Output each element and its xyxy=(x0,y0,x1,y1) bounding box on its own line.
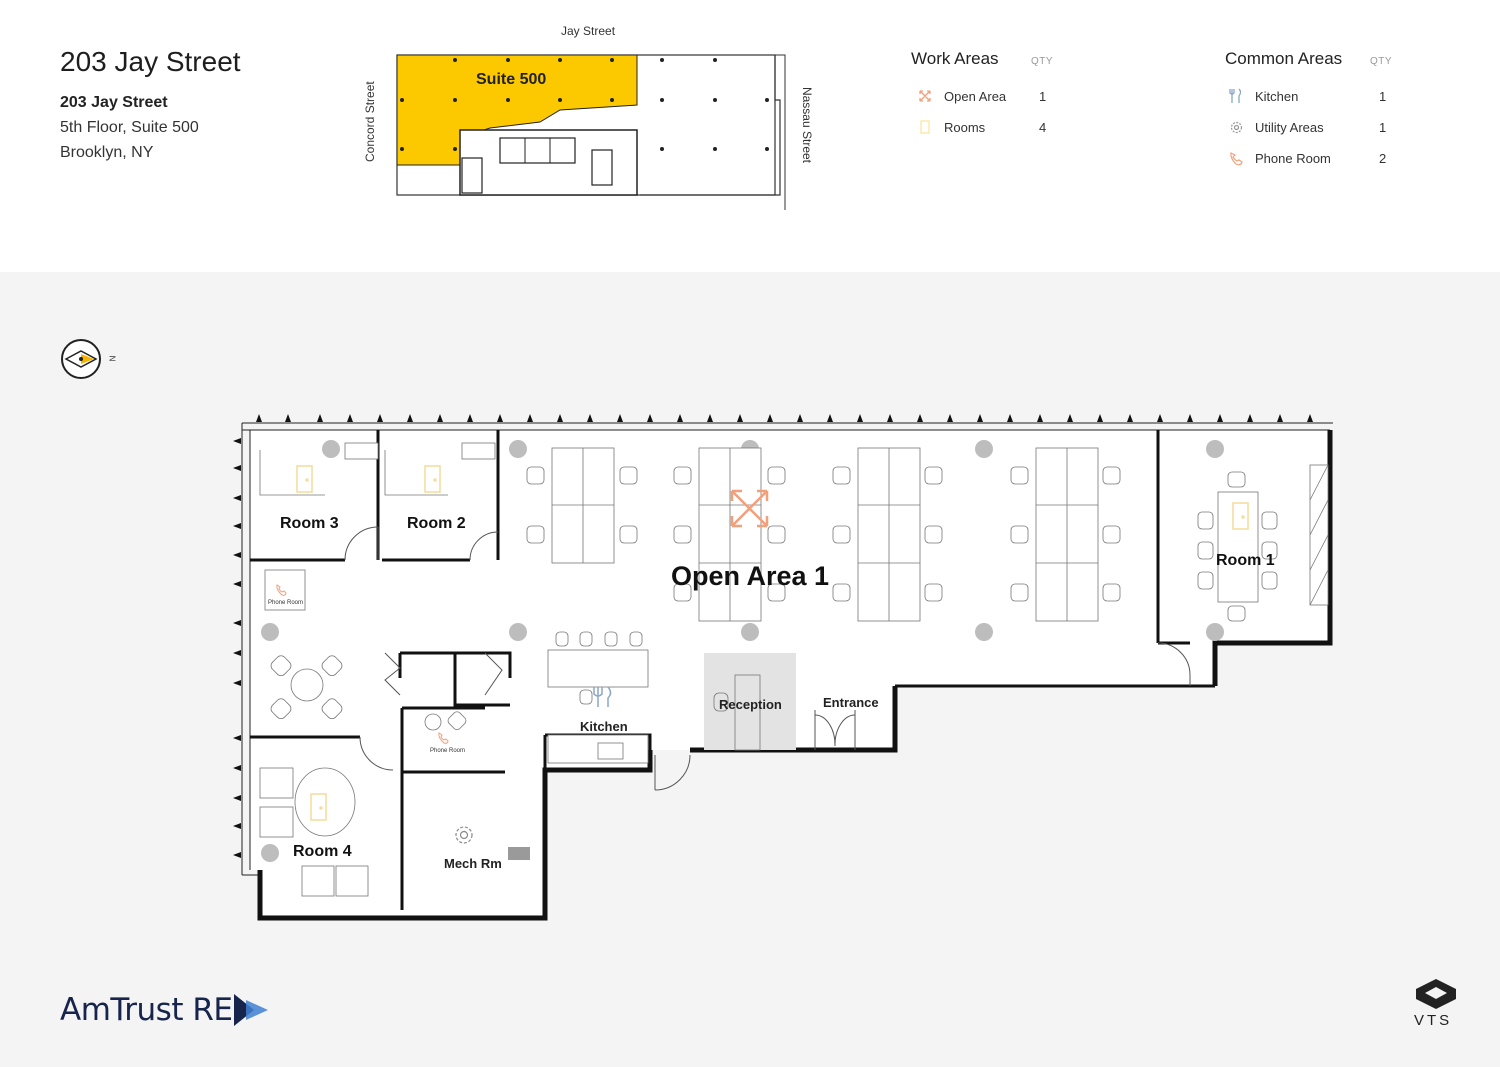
entrance-label: Entrance xyxy=(823,695,879,710)
workstations xyxy=(551,447,1099,622)
legend-open-area-label: Open Area xyxy=(944,89,1007,104)
legend-utility-qty: 1 xyxy=(1379,120,1387,135)
open-area-icon xyxy=(730,489,769,528)
amtrust-logo: AmTrust RE xyxy=(60,992,233,1028)
room-4-label: Room 4 xyxy=(293,843,352,860)
common-areas-title: Common Areas xyxy=(1225,49,1343,68)
key-plan xyxy=(396,54,786,210)
legend-rooms-qty: 4 xyxy=(1039,120,1047,135)
floor-plan xyxy=(233,414,1333,921)
vts-logo-mark xyxy=(1416,979,1456,1009)
legend-kitchen-qty: 1 xyxy=(1379,89,1387,104)
street-label-top: Jay Street xyxy=(561,24,616,38)
kitchen-furniture xyxy=(547,631,649,764)
kitchen-icon xyxy=(1229,88,1242,103)
room1-furniture xyxy=(1197,464,1329,622)
phone-room-2-label: Phone Room xyxy=(430,748,466,754)
room-icon xyxy=(296,465,1249,821)
room-desks xyxy=(259,442,496,611)
address-line-2: Brooklyn, NY xyxy=(60,144,154,161)
page-title: 203 Jay Street xyxy=(60,46,241,77)
vts-logo: VTS xyxy=(1414,1012,1453,1029)
reception-desk xyxy=(713,674,761,751)
common-areas-qty-header: QTY xyxy=(1370,56,1393,67)
mech-equipment xyxy=(508,847,530,860)
window-mullions xyxy=(233,414,1313,858)
legend-open-area-qty: 1 xyxy=(1039,89,1047,104)
amtrust-logo-mark xyxy=(234,994,268,1026)
legend-phone-qty: 2 xyxy=(1379,151,1387,166)
header-panel xyxy=(0,0,1500,272)
phone-room-1-label: Phone Room xyxy=(268,600,304,606)
door-swings xyxy=(344,526,1191,791)
address-name: 203 Jay Street xyxy=(60,94,168,111)
work-areas-qty-header: QTY xyxy=(1031,56,1054,67)
interior-walls xyxy=(250,430,1215,910)
street-label-left: Concord Street xyxy=(363,81,377,162)
open-area-icon xyxy=(919,90,931,102)
room4-furniture xyxy=(259,767,369,897)
phone-room-furniture xyxy=(424,711,467,731)
room-icon xyxy=(920,120,930,134)
compass-icon xyxy=(61,339,101,379)
address-line-1: 5th Floor, Suite 500 xyxy=(60,119,199,136)
reception-area xyxy=(704,653,796,750)
gear-icon xyxy=(1230,121,1243,134)
lounge-table xyxy=(270,655,343,720)
open-area-label: Open Area 1 xyxy=(671,561,830,591)
street-label-right: Nassau Street xyxy=(800,86,814,164)
window-line xyxy=(241,422,1333,876)
room-1-label: Room 1 xyxy=(1216,552,1275,569)
desk-chairs xyxy=(526,466,1121,602)
compass-north-label: N xyxy=(107,355,117,362)
legend-utility-label: Utility Areas xyxy=(1255,120,1324,135)
suite-highlight xyxy=(396,54,638,166)
room-3-label: Room 3 xyxy=(280,515,339,532)
kitchen-label: Kitchen xyxy=(580,719,628,734)
room-2-label: Room 2 xyxy=(407,515,466,532)
reception-label: Reception xyxy=(719,697,782,712)
legend-kitchen-label: Kitchen xyxy=(1255,89,1299,104)
mech-room-label: Mech Rm xyxy=(444,856,502,871)
work-areas-title: Work Areas xyxy=(911,49,999,68)
gear-icon xyxy=(455,826,473,844)
key-plan-suite-label: Suite 500 xyxy=(476,71,547,88)
legend-phone-label: Phone Room xyxy=(1255,151,1331,166)
phone-icon xyxy=(1230,152,1243,166)
kitchen-icon xyxy=(593,686,612,707)
legend-rooms-label: Rooms xyxy=(944,120,986,135)
building-columns xyxy=(261,440,1224,862)
phone-icon xyxy=(276,584,449,744)
